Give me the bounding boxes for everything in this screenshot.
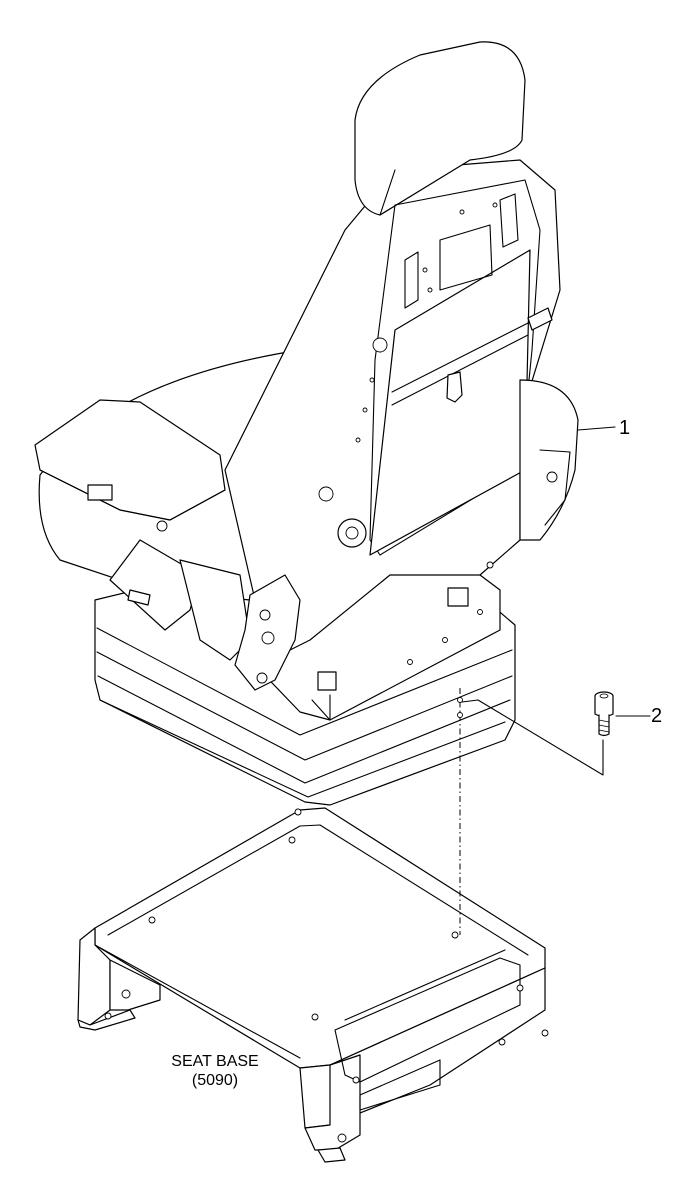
- callout-2-label: 2: [651, 705, 663, 727]
- seat-base-label: SEAT BASE: [171, 1053, 259, 1070]
- cap-screw-drawing: [594, 691, 614, 737]
- seat-base-drawing: [77, 807, 549, 1163]
- callout-1-label: 1: [619, 417, 631, 439]
- seat-drawing: [34, 41, 579, 806]
- seat-base-ref: (5090): [191, 1072, 239, 1089]
- leader-lines: [457, 426, 651, 935]
